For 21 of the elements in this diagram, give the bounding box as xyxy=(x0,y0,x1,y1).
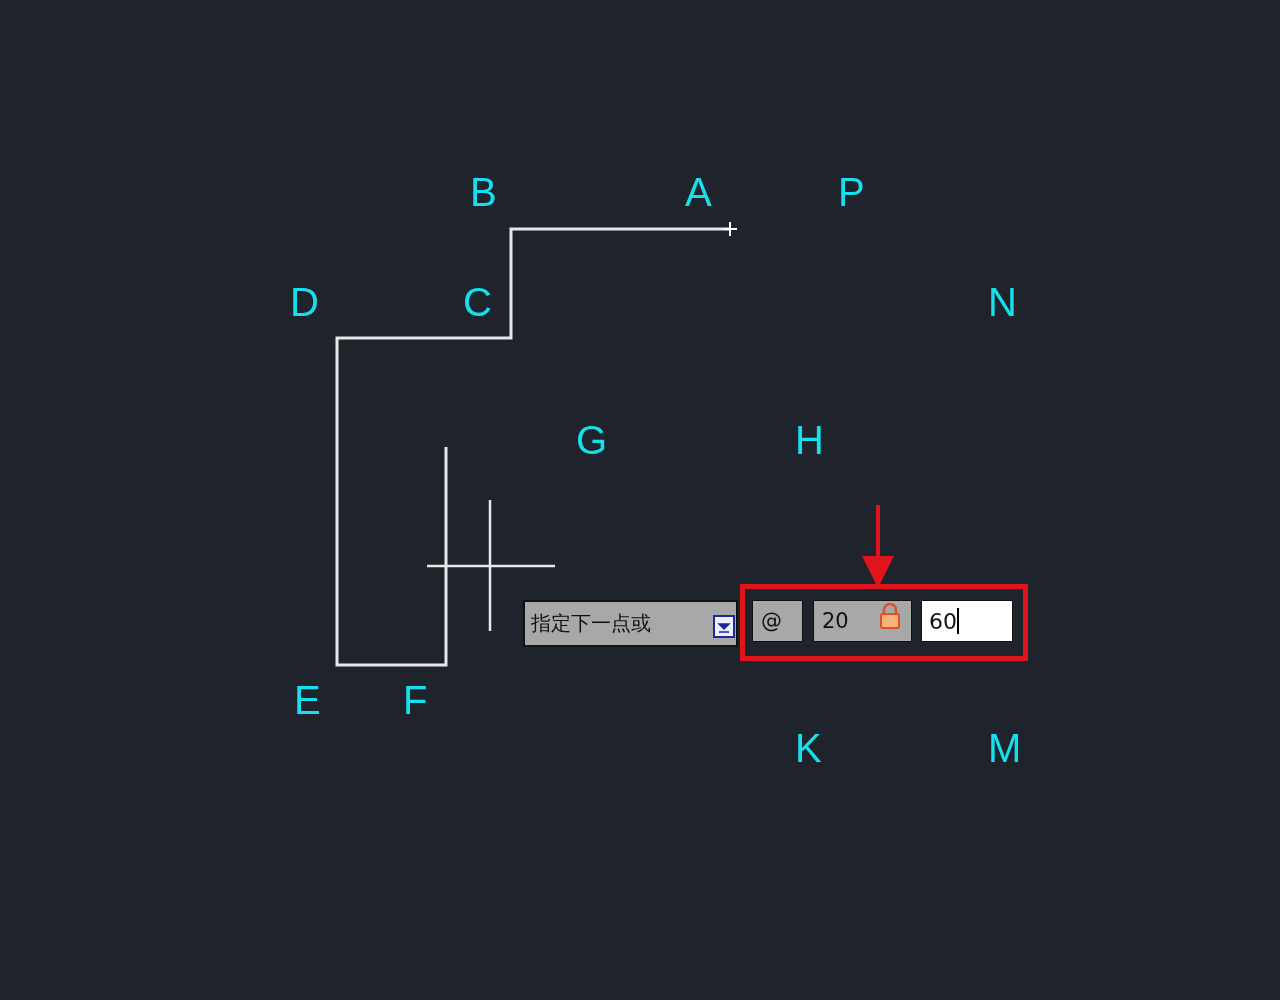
angle-input-field xyxy=(921,600,1013,642)
relative-coordinate-field xyxy=(752,600,803,642)
point-label: F xyxy=(403,680,428,720)
point-label: E xyxy=(294,680,321,720)
point-label: D xyxy=(290,282,319,322)
field-value: 20 xyxy=(822,609,849,633)
point-label: M xyxy=(988,728,1022,768)
point-label: K xyxy=(795,728,822,768)
point-label: H xyxy=(795,420,824,460)
field-value: 60 xyxy=(929,608,957,634)
point-label: G xyxy=(576,420,608,460)
prompt-text: 指定下一点或 xyxy=(531,610,651,637)
length-input-field xyxy=(813,600,912,642)
command-prompt-box xyxy=(523,600,738,647)
point-label: N xyxy=(988,282,1017,322)
point-label: P xyxy=(838,172,865,212)
point-label: B xyxy=(470,172,497,212)
field-value: @ xyxy=(761,609,782,633)
point-label: C xyxy=(463,282,492,322)
highlight-frame xyxy=(740,584,1028,661)
point-label: A xyxy=(685,172,712,212)
